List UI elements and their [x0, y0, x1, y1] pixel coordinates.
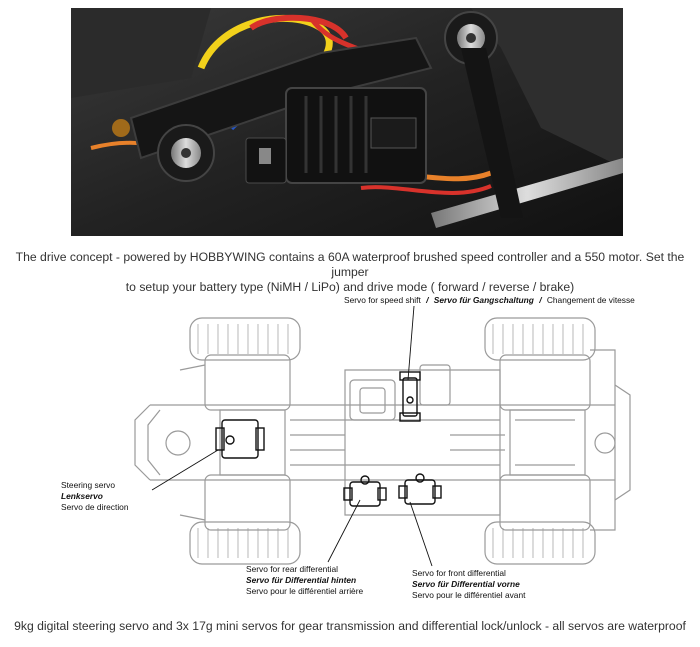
leader-line-rear	[327, 499, 361, 563]
steering-servo-label: Steering servo Lenkservo Servo de direct…	[61, 480, 129, 513]
esc-photo	[71, 8, 623, 236]
steering-fr: Servo de direction	[61, 502, 129, 512]
steering-de: Lenkservo	[61, 491, 103, 501]
drive-concept-caption-line2: to setup your battery type (NiMH / LiPo)…	[125, 280, 575, 294]
front-diff-fr: Servo pour le différentiel avant	[412, 590, 526, 600]
front-diff-en: Servo for front differential	[412, 568, 506, 578]
speed-shift-servo-label: Servo for speed shift / Servo für Gangsc…	[344, 295, 635, 306]
speed-shift-en: Servo for speed shift	[344, 295, 421, 305]
rear-diff-servo-label: Servo for rear differential Servo für Di…	[246, 564, 363, 597]
chassis-diagram	[134, 317, 631, 565]
drive-concept-caption-line1: The drive concept - powered by HOBBYWING…	[15, 250, 685, 279]
servos-caption: 9kg digital steering servo and 3x 17g mi…	[14, 619, 686, 633]
speed-shift-separator-2: /	[539, 295, 542, 305]
rear-diff-de: Servo für Differential hinten	[246, 575, 357, 585]
leader-line-front	[409, 501, 433, 567]
steering-en: Steering servo	[61, 480, 115, 490]
leader-line-shift	[407, 305, 415, 381]
rear-diff-fr: Servo pour le différentiel arrière	[246, 586, 364, 596]
speed-shift-fr: Changement de vitesse	[546, 295, 635, 305]
speed-shift-de: Servo für Gangschaltung	[433, 295, 534, 305]
leader-line-steering	[151, 449, 219, 491]
rear-diff-en: Servo for rear differential	[246, 564, 339, 574]
front-diff-servo-label: Servo for front differential Servo für D…	[412, 568, 525, 601]
esc-photo-illustration	[71, 8, 623, 236]
front-diff-de: Servo für Differential vorne	[412, 579, 520, 589]
speed-shift-separator-1: /	[426, 295, 429, 305]
servo-outlines	[215, 371, 442, 507]
drive-concept-caption: The drive concept - powered by HOBBYWING…	[4, 250, 696, 295]
